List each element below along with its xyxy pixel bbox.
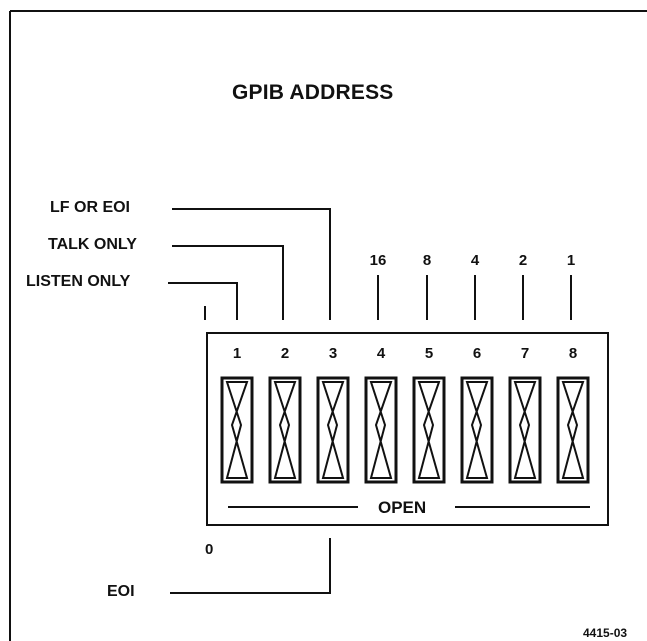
open-label: OPEN (378, 498, 427, 517)
dip-switch-7 (508, 376, 542, 484)
dip-switch-2 (268, 376, 302, 484)
dip-switch-1 (220, 376, 254, 484)
address-weight-16: 16 (369, 252, 387, 269)
switch-number-1: 1 (232, 345, 242, 362)
switch-number-2: 2 (280, 345, 290, 362)
leader-lf-or-eoi (172, 208, 331, 320)
leader-eoi (170, 538, 331, 594)
switch-number-8: 8 (568, 345, 578, 362)
label-lf-or-eoi: LF OR EOI (50, 199, 130, 216)
address-weight-4: 4 (470, 252, 480, 269)
dip-switch-5 (412, 376, 446, 484)
leader-listen-only (168, 282, 238, 320)
dip-switch-6 (460, 376, 494, 484)
label-eoi: EOI (107, 583, 135, 600)
address-weight-2: 2 (518, 252, 528, 269)
address-weight-8: 8 (422, 252, 432, 269)
switch-number-3: 3 (328, 345, 338, 362)
label-logic-zero: 0 (205, 541, 214, 558)
switch-number-4: 4 (376, 345, 386, 362)
diagram-title: GPIB ADDRESS (232, 81, 394, 104)
dip-switch-3 (316, 376, 350, 484)
dip-switch-8 (556, 376, 590, 484)
dip-switch-4 (364, 376, 398, 484)
switch-number-5: 5 (424, 345, 434, 362)
label-talk-only: TALK ONLY (48, 236, 137, 253)
switch-number-6: 6 (472, 345, 482, 362)
leader-talk-only (172, 245, 284, 320)
figure-number: 4415-03 (583, 626, 628, 640)
label-listen-only: LISTEN ONLY (26, 273, 131, 290)
switch-number-7: 7 (520, 345, 530, 362)
address-weight-1: 1 (566, 252, 576, 269)
